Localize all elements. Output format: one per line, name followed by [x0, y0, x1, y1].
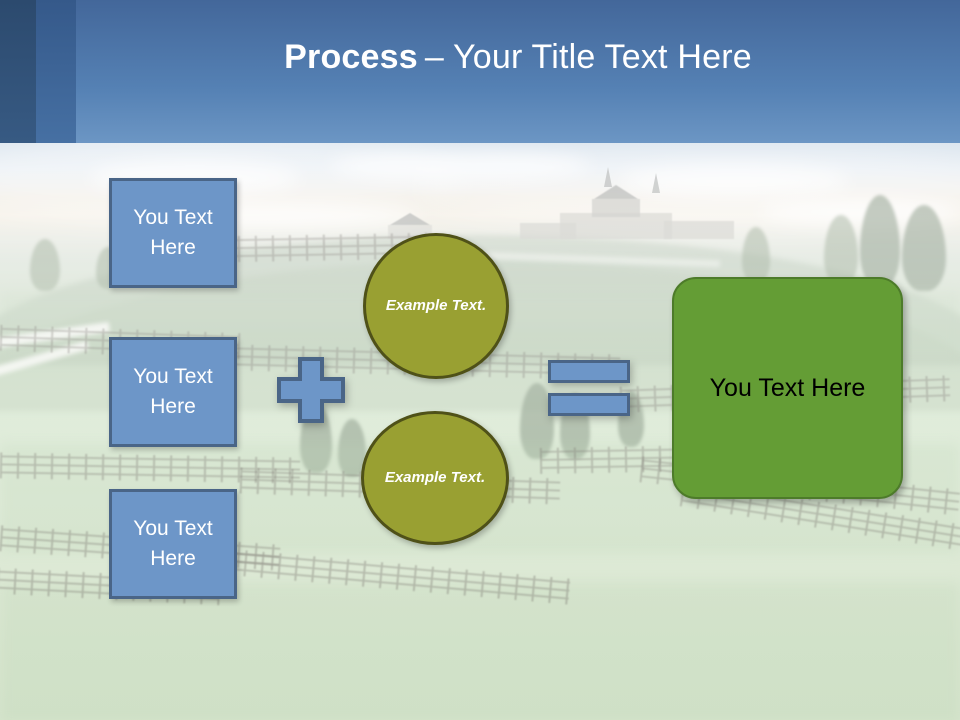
- circle-1[interactable]: Example Text.: [363, 233, 509, 379]
- estate-roof: [594, 185, 638, 199]
- estate-spire: [652, 173, 660, 193]
- plus-icon: [277, 357, 345, 423]
- input-box-3[interactable]: You Text Here: [109, 489, 237, 599]
- pasture-band: [0, 583, 960, 720]
- circle-2-label: Example Text.: [384, 468, 486, 486]
- page-title-rest: – Your Title Text Here: [424, 38, 752, 76]
- slide-header: Process – Your Title Text Here: [0, 0, 960, 143]
- input-box-3-label: You Text Here: [133, 516, 213, 570]
- equals-icon: [548, 360, 630, 416]
- tree: [824, 215, 858, 285]
- estate-spire: [604, 167, 612, 187]
- input-box-2-label: You Text Here: [133, 364, 213, 418]
- tree: [860, 195, 900, 287]
- header-background: [76, 0, 960, 143]
- estate-wing: [664, 221, 734, 239]
- circle-1-label: Example Text.: [385, 296, 487, 314]
- header-stripe-mid: [36, 0, 76, 143]
- tree: [30, 239, 60, 291]
- result-box-label: You Text Here: [709, 373, 866, 402]
- circle-2[interactable]: Example Text.: [361, 411, 509, 545]
- outbuilding-roof: [390, 213, 430, 225]
- page-title-strong: Process: [284, 38, 418, 76]
- header-stripe-dark: [0, 0, 36, 143]
- input-box-1[interactable]: You Text Here: [109, 178, 237, 288]
- tree: [902, 205, 946, 291]
- estate-wing: [520, 223, 576, 239]
- estate-building: [592, 199, 640, 217]
- tree: [742, 227, 770, 283]
- page-title: Process – Your Title Text Here: [76, 0, 960, 143]
- result-box[interactable]: You Text Here: [672, 277, 903, 499]
- equals-bar-bottom: [548, 393, 630, 416]
- equals-bar-top: [548, 360, 630, 383]
- cloud: [330, 151, 590, 181]
- input-box-2[interactable]: You Text Here: [109, 337, 237, 447]
- input-box-1-label: You Text Here: [133, 205, 213, 259]
- estate-building: [560, 213, 672, 239]
